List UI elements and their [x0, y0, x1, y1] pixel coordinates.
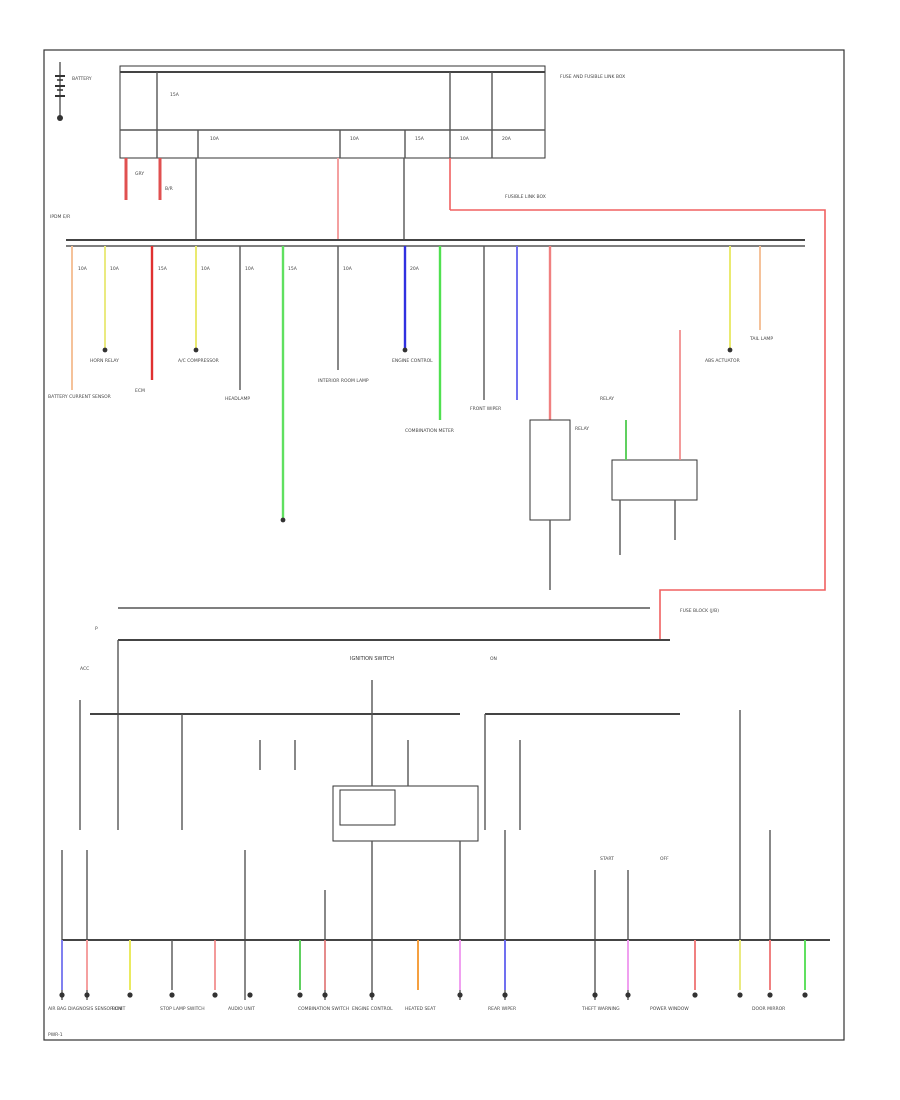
load-label: COMBINATION METER: [405, 428, 454, 434]
svg-text:10A: 10A: [245, 266, 255, 272]
svg-text:ON: ON: [490, 656, 497, 662]
ipdm-label: IPDM E/R: [50, 214, 70, 220]
svg-text:ACC: ACC: [80, 666, 89, 672]
svg-text:START: START: [600, 856, 614, 862]
ignition-switch-label: IGNITION SWITCH: [350, 656, 394, 662]
svg-text:10A: 10A: [343, 266, 353, 272]
bottom-wire-stubs: [61, 940, 806, 990]
battery-symbol: BATTERY: [55, 62, 92, 121]
load-label: ENGINE CONTROL: [352, 1006, 393, 1012]
svg-text:20A: 20A: [502, 136, 512, 142]
load-label: AIR BAG DIAGNOSIS SENSOR UNIT: [48, 1006, 126, 1012]
lower-load-labels: AIR BAG DIAGNOSIS SENSOR UNIT BCM STOP L…: [48, 1006, 785, 1012]
load-label: TAIL LAMP: [749, 336, 773, 342]
svg-text:20A: 20A: [410, 266, 420, 272]
load-label: BCM: [112, 1006, 122, 1012]
svg-text:10A: 10A: [201, 266, 211, 272]
load-label: POWER WINDOW: [650, 1006, 689, 1012]
load-label: ECM: [135, 388, 145, 394]
top-drop-wires: GRY B/R FUSIBLE LINK BOX: [124, 158, 826, 640]
load-label: THEFT WARNING: [581, 1006, 620, 1012]
load-label: ABS ACTUATOR: [705, 358, 740, 364]
ground-link-label: FUSIBLE LINK BOX: [505, 194, 546, 200]
load-label: HEADLAMP: [225, 396, 250, 402]
load-label: STOP LAMP SWITCH: [160, 1006, 205, 1012]
battery-label: BATTERY: [72, 76, 92, 82]
load-label: BATTERY CURRENT SENSOR: [48, 394, 111, 400]
load-label: COMBINATION SWITCH: [298, 1006, 349, 1012]
svg-text:OFF: OFF: [660, 856, 669, 862]
svg-text:10A: 10A: [110, 266, 120, 272]
load-label: INTERIOR ROOM LAMP: [318, 378, 369, 384]
relay-box-label: FUSE AND FUSIBLE LINK BOX: [560, 74, 625, 80]
page-ref: PWR-1: [48, 1032, 63, 1038]
upper-connectors: [102, 347, 733, 523]
load-label: HORN RELAY: [90, 358, 119, 364]
load-label: A/C COMPRESSOR: [178, 358, 219, 364]
ignition-switch: IGNITION SWITCH ACC ON START OFF: [80, 656, 669, 862]
load-label: ENGINE CONTROL: [392, 358, 433, 364]
relay-label: RELAY: [575, 426, 589, 432]
load-label: DOOR MIRROR: [752, 1006, 785, 1012]
bottom-connectors: [59, 992, 808, 998]
relay-label: RELAY: [600, 396, 614, 402]
lower-bus: P FUSE BLOCK (J/B): [90, 607, 719, 830]
lower-vertical-wires: [61, 700, 830, 1000]
upper-load-labels: BATTERY CURRENT SENSOR HORN RELAY ECM A/…: [48, 336, 773, 434]
svg-text:10A: 10A: [460, 136, 470, 142]
svg-text:GRY: GRY: [135, 171, 144, 177]
svg-text:15A: 15A: [158, 266, 168, 272]
svg-text:15A: 15A: [415, 136, 425, 142]
fusible-link-box: FUSE AND FUSIBLE LINK BOX 15A 10A 10A 15…: [119, 65, 625, 159]
lower-bus-label: FUSE BLOCK (J/B): [680, 608, 719, 614]
relay-module: RELAY RELAY: [529, 330, 698, 590]
load-label: FRONT WIPER: [470, 406, 501, 412]
svg-text:P: P: [95, 626, 98, 632]
svg-text:B/R: B/R: [165, 186, 173, 192]
svg-text:15A: 15A: [288, 266, 298, 272]
fusible-link-label: 15A: [170, 92, 180, 98]
load-label: AUDIO UNIT: [228, 1006, 255, 1012]
ipdm-bus: IPDM E/R: [50, 214, 805, 247]
load-label: REAR WIPER: [488, 1006, 516, 1012]
upper-fuse-branches: 10A 10A 15A 10A 10A 15A 10A 20A: [71, 246, 761, 520]
svg-text:10A: 10A: [78, 266, 88, 272]
load-label: HEATED SEAT: [405, 1006, 436, 1012]
diagram-frame: [43, 49, 845, 1041]
svg-text:10A: 10A: [210, 136, 220, 142]
svg-text:10A: 10A: [350, 136, 360, 142]
